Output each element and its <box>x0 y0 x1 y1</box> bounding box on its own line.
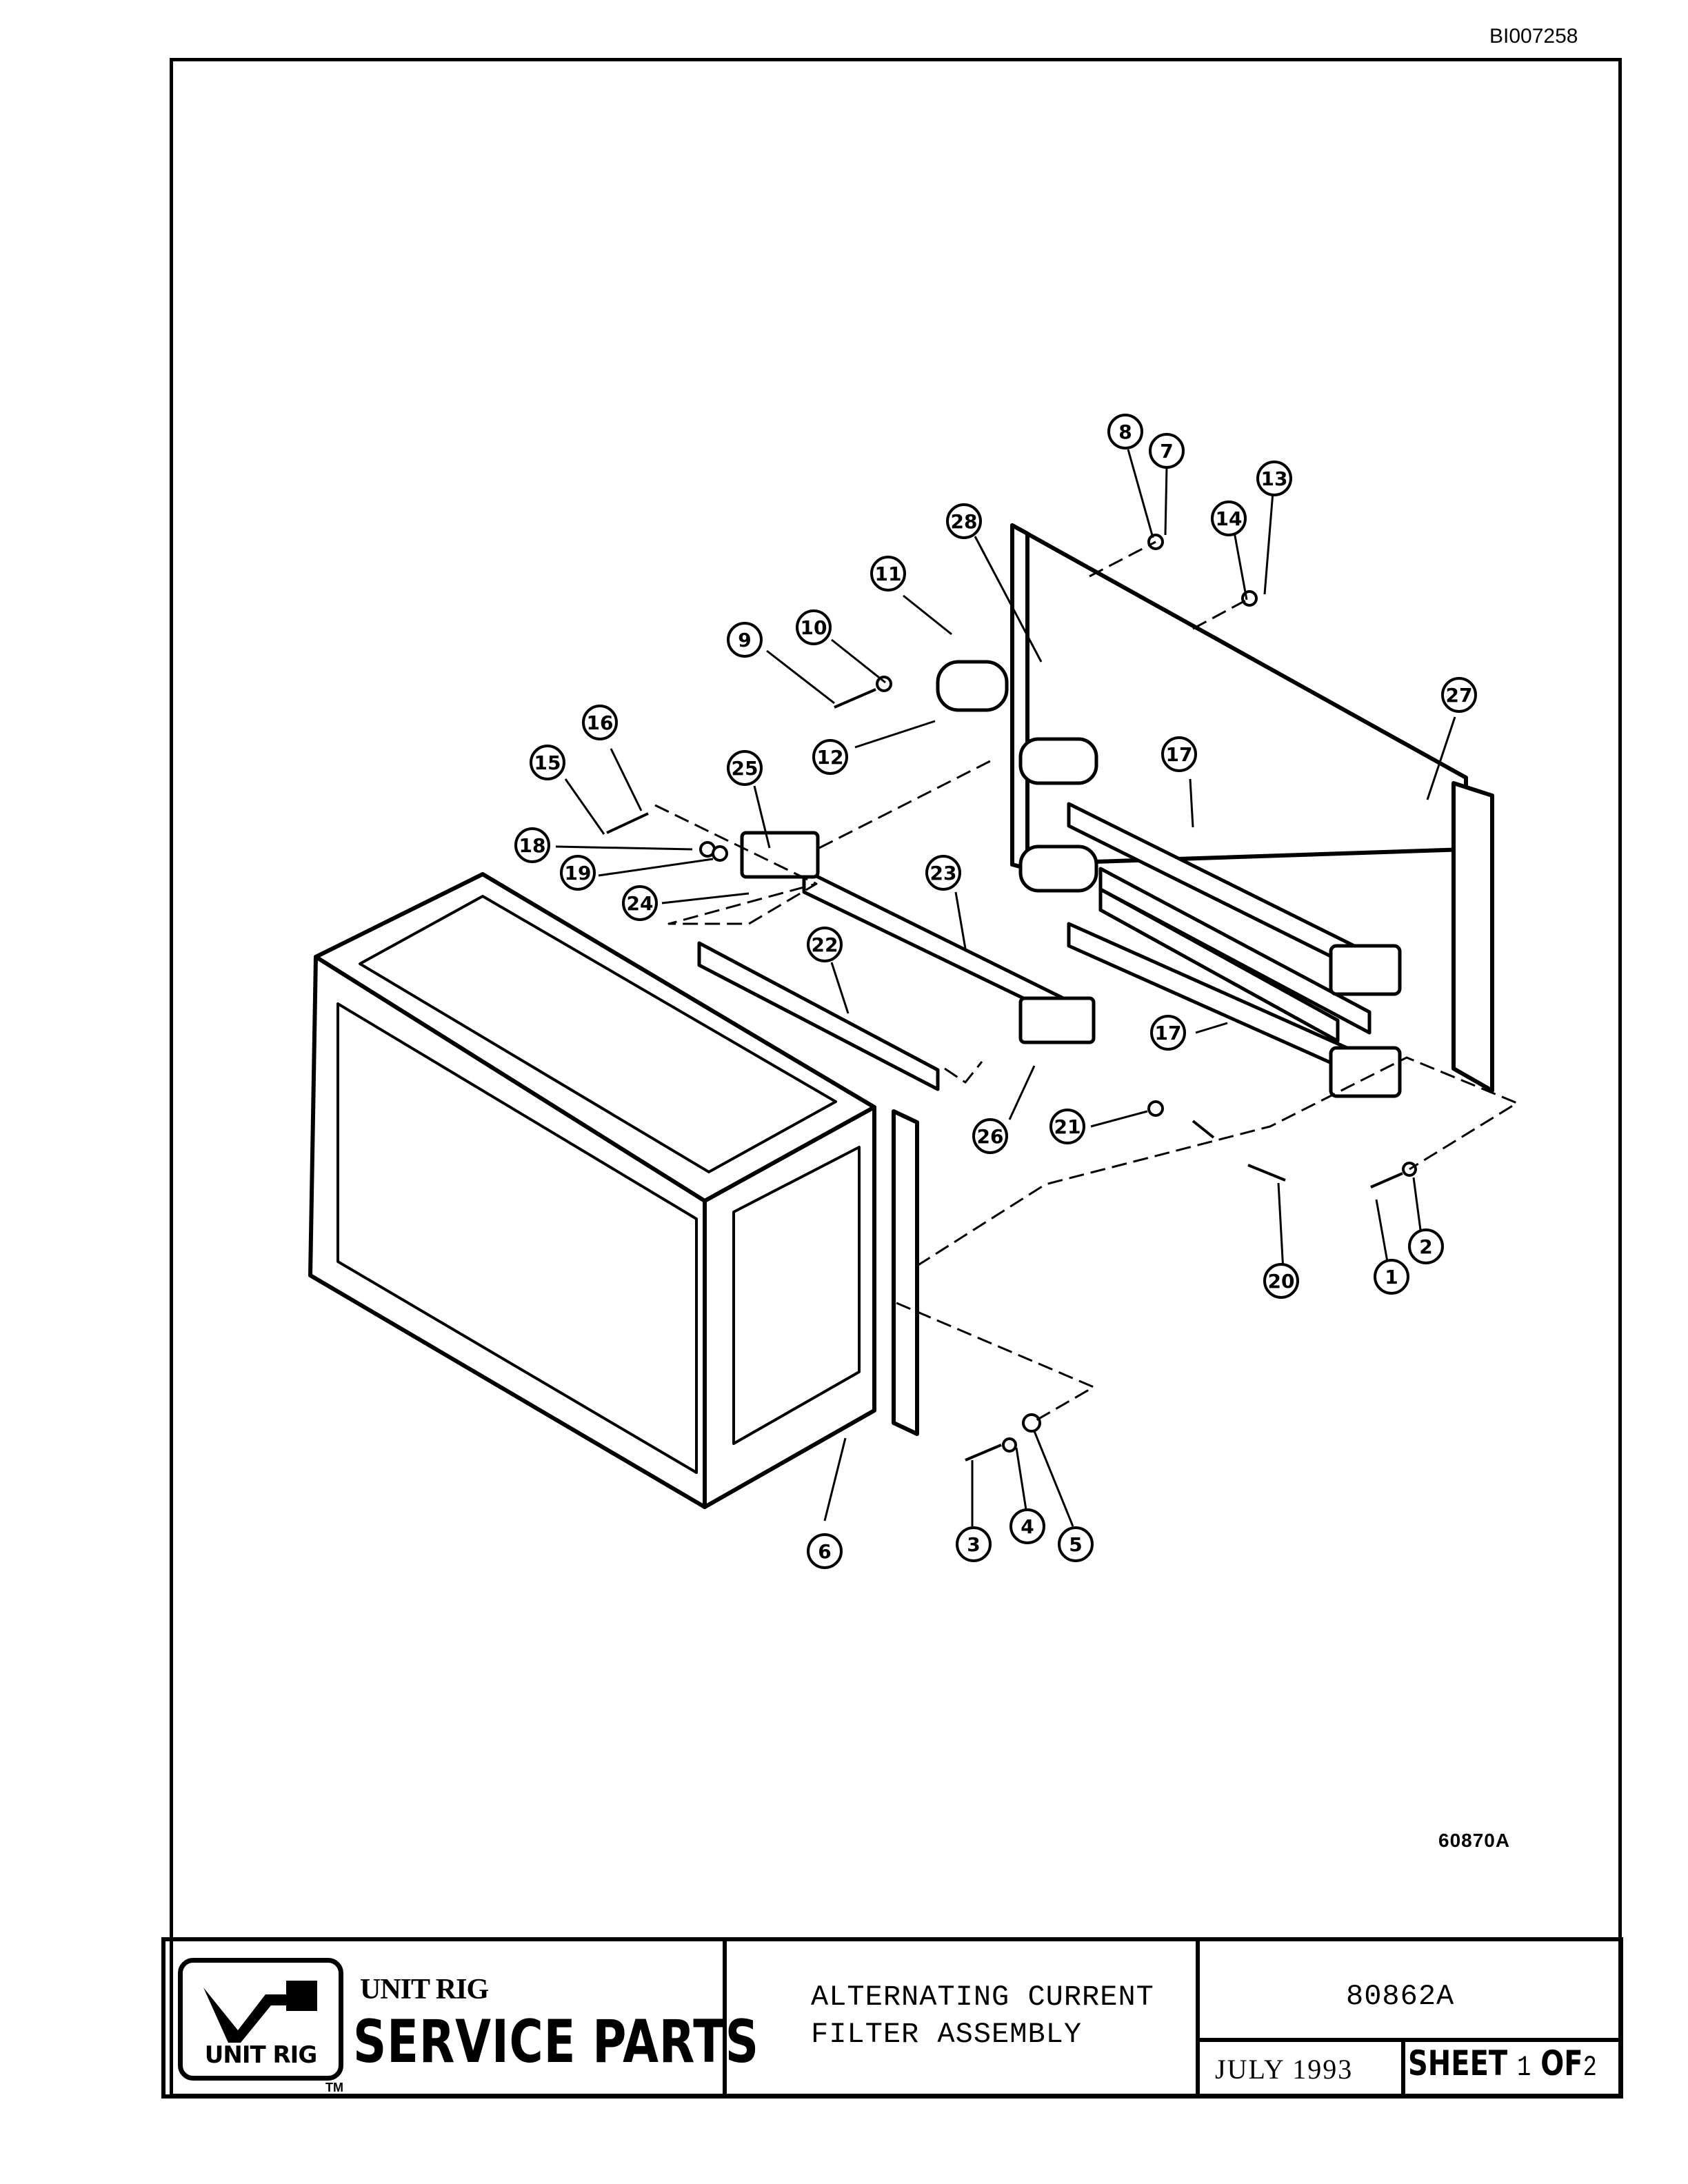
title-cell <box>727 1941 1200 2094</box>
drawing-title: ALTERNATING CURRENT FILTER ASSEMBLY <box>811 1979 1154 2053</box>
svg-text:5: 5 <box>1069 1533 1082 1556</box>
title-line-1: ALTERNATING CURRENT <box>811 1981 1154 2014</box>
insulators <box>740 660 1402 1098</box>
callout-25: 25 <box>727 750 763 786</box>
callout-1: 1 <box>1374 1259 1409 1295</box>
callout-16: 16 <box>582 705 618 740</box>
svg-text:15: 15 <box>534 751 561 774</box>
date-cell <box>1200 2042 1405 2094</box>
svg-text:9: 9 <box>738 629 751 651</box>
svg-text:17: 17 <box>1155 1022 1182 1044</box>
callout-23: 23 <box>925 855 961 891</box>
callout-15: 15 <box>530 745 565 780</box>
svg-text:10: 10 <box>801 616 827 639</box>
logo-text: UNIT RIG <box>204 2041 317 2069</box>
svg-text:19: 19 <box>565 862 592 884</box>
callout-18: 18 <box>514 827 550 863</box>
trademark-mark: TM <box>325 2081 343 2094</box>
mesh-cage <box>308 872 919 1509</box>
svg-text:21: 21 <box>1054 1115 1081 1138</box>
svg-text:13: 13 <box>1261 467 1288 490</box>
svg-text:3: 3 <box>967 1533 980 1556</box>
svg-text:28: 28 <box>951 510 978 533</box>
of-label: OF <box>1540 2043 1583 2083</box>
drawing-number: 60870A <box>1438 1830 1511 1851</box>
callout-24: 24 <box>622 885 658 921</box>
callout-10: 10 <box>796 609 832 645</box>
sheet-label: SHEET <box>1408 2043 1508 2083</box>
svg-text:24: 24 <box>627 892 654 915</box>
service-parts-heading: SERVICE PARTS <box>353 2008 759 2076</box>
callout-14: 14 <box>1211 501 1247 536</box>
sheet-indicator: SHEET 1 OF2 <box>1408 2043 1597 2084</box>
svg-text:8: 8 <box>1118 421 1132 443</box>
svg-text:23: 23 <box>930 862 957 884</box>
title-line-2: FILTER ASSEMBLY <box>811 2018 1083 2051</box>
svg-text:6: 6 <box>818 1540 831 1563</box>
svg-text:11: 11 <box>875 563 902 585</box>
svg-text:26: 26 <box>977 1125 1004 1148</box>
callouts-group: 1 2 3 4 5 6 7 8 9 10 11 12 13 14 15 16 1… <box>514 414 1477 1569</box>
callout-2: 2 <box>1408 1228 1444 1264</box>
svg-text:20: 20 <box>1268 1270 1295 1293</box>
callout-26: 26 <box>972 1118 1008 1154</box>
svg-text:27: 27 <box>1446 684 1473 707</box>
callout-6: 6 <box>807 1533 843 1569</box>
svg-text:18: 18 <box>519 834 546 857</box>
svg-text:14: 14 <box>1216 507 1243 530</box>
callout-12: 12 <box>812 739 848 775</box>
title-block: UNIT RIG TM UNIT RIG SERVICE PARTS <box>161 1937 1623 2099</box>
callout-28: 28 <box>946 503 982 539</box>
unit-rig-logo: UNIT RIG <box>178 1958 343 2081</box>
svg-text:1: 1 <box>1385 1266 1398 1288</box>
callout-4: 4 <box>1009 1508 1045 1544</box>
svg-text:7: 7 <box>1160 440 1173 463</box>
callout-7: 7 <box>1149 433 1185 469</box>
svg-text:4: 4 <box>1021 1515 1034 1538</box>
svg-text:25: 25 <box>732 757 758 780</box>
document-id: BI007258 <box>1489 25 1578 48</box>
callout-20: 20 <box>1263 1263 1299 1299</box>
svg-text:17: 17 <box>1166 743 1193 766</box>
callout-21: 21 <box>1049 1109 1085 1144</box>
logo-cell: UNIT RIG TM UNIT RIG SERVICE PARTS <box>165 1941 758 2094</box>
callout-11: 11 <box>870 556 906 592</box>
callout-27: 27 <box>1441 677 1477 713</box>
issue-date: JULY 1993 <box>1215 2054 1354 2085</box>
sheet-total: 2 <box>1582 2051 1597 2084</box>
mounting-plate <box>1010 523 1494 1093</box>
callout-5: 5 <box>1058 1526 1094 1562</box>
svg-text:16: 16 <box>587 711 614 734</box>
brand-name: UNIT RIG <box>360 1974 489 2005</box>
callout-17b: 17 <box>1150 1015 1186 1051</box>
callout-3: 3 <box>956 1526 992 1562</box>
callout-8: 8 <box>1107 414 1143 449</box>
sheet-number: 1 <box>1517 2051 1531 2084</box>
rods <box>697 802 1372 1091</box>
svg-text:2: 2 <box>1419 1235 1432 1258</box>
callout-22: 22 <box>807 927 843 962</box>
svg-text:22: 22 <box>812 933 838 956</box>
dashed-lines <box>654 540 1518 1424</box>
callout-9: 9 <box>727 622 763 658</box>
logo-mark-icon <box>203 1981 317 2043</box>
callout-13: 13 <box>1256 461 1292 496</box>
svg-text:12: 12 <box>817 746 844 769</box>
part-number-cell <box>1200 1941 1619 2042</box>
callout-17a: 17 <box>1161 736 1197 772</box>
part-number: 80862A <box>1346 1980 1455 2013</box>
callout-19: 19 <box>560 855 596 891</box>
